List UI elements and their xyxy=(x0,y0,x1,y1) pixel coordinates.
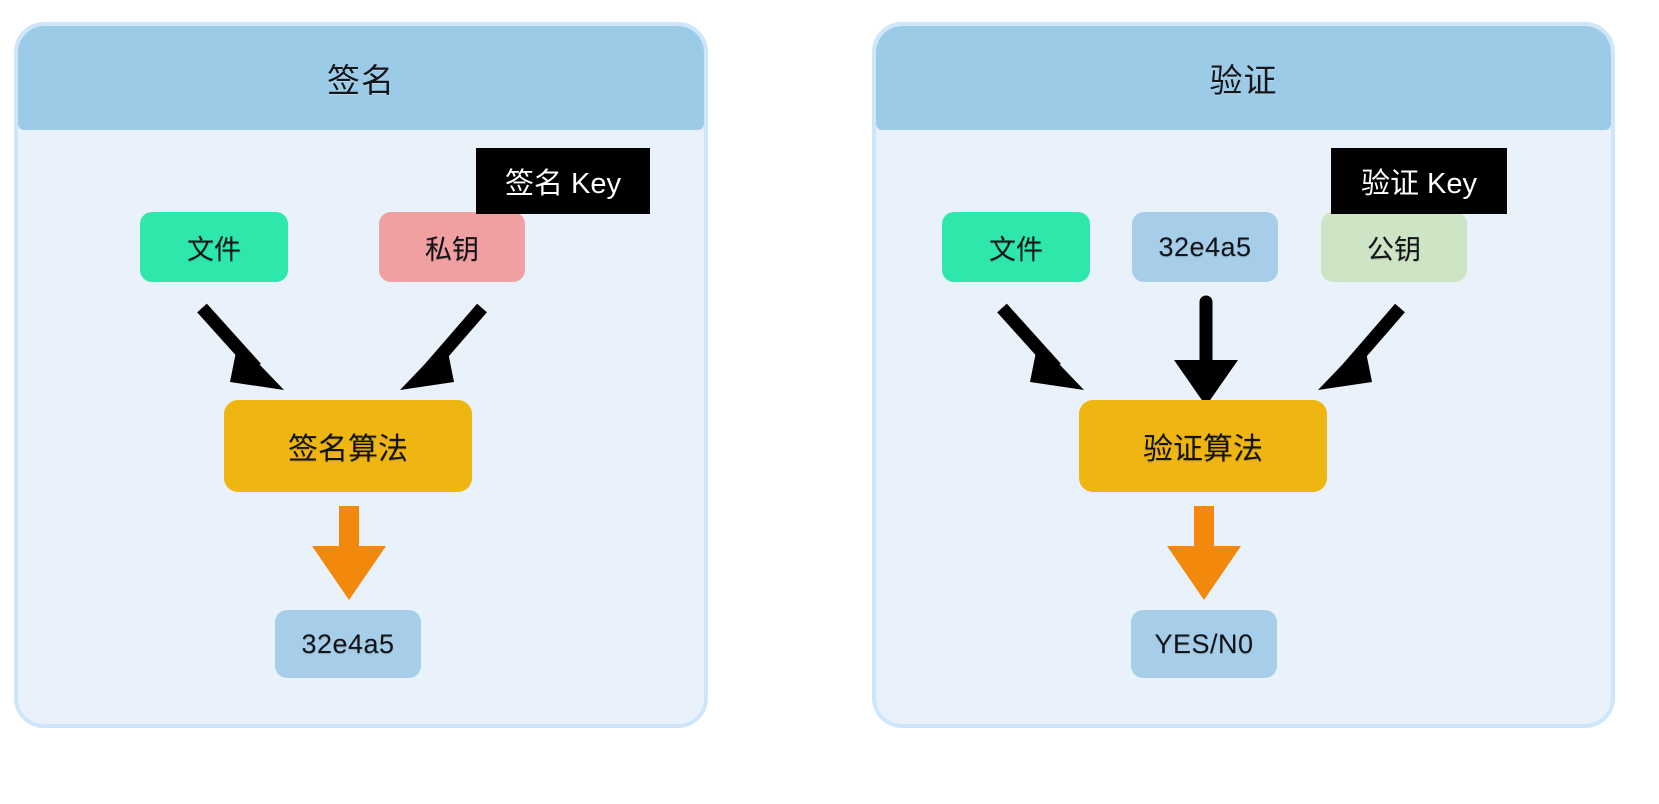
node-verify-output-result[interactable]: YES/N0 xyxy=(1131,610,1277,678)
node-verify-input-file[interactable]: 文件 xyxy=(942,212,1090,282)
callout-tag-verification-key: 验证 Key xyxy=(1331,148,1507,214)
callout-tag-verification-key-label: 验证 Key xyxy=(1360,168,1478,200)
node-verify-input-publickey[interactable]: 公钥 xyxy=(1321,212,1467,282)
node-sign-algorithm-label: 签名算法 xyxy=(288,433,408,466)
node-sign-algorithm[interactable]: 签名算法 xyxy=(224,400,472,492)
panel-verification-inner: 验证 xyxy=(876,26,1611,724)
node-sign-input-privatekey-label: 私钥 xyxy=(425,234,479,265)
node-sign-input-file[interactable]: 文件 xyxy=(140,212,288,282)
node-sign-output-signature-label: 32e4a5 xyxy=(301,628,395,659)
panel-verification-title: 验证 xyxy=(1209,62,1278,99)
node-verify-input-signature-label: 32e4a5 xyxy=(1158,231,1252,262)
panel-signing: 签名 文件 私钥 签名 Key 签名算法 xyxy=(14,22,708,728)
panel-signing-title: 签名 xyxy=(327,62,395,99)
panel-verification: 验证 文件 32e4a5 公钥 验证 Key xyxy=(872,22,1615,728)
node-verify-input-signature[interactable]: 32e4a5 xyxy=(1132,212,1278,282)
node-sign-output-signature[interactable]: 32e4a5 xyxy=(275,610,421,678)
node-verify-algorithm-label: 验证算法 xyxy=(1143,433,1263,466)
callout-tag-signing-key-label: 签名 Key xyxy=(504,168,622,200)
node-verify-algorithm[interactable]: 验证算法 xyxy=(1079,400,1327,492)
panel-verification-header: 验证 xyxy=(876,26,1611,130)
panel-signing-header: 签名 xyxy=(18,26,704,130)
callout-tag-signing-key: 签名 Key xyxy=(476,148,650,214)
panel-signing-inner: 签名 xyxy=(18,26,704,724)
node-verify-input-file-label: 文件 xyxy=(989,234,1043,265)
node-sign-input-file-label: 文件 xyxy=(187,234,241,265)
node-verify-input-publickey-label: 公钥 xyxy=(1367,234,1421,265)
node-verify-output-result-label: YES/N0 xyxy=(1154,628,1254,659)
node-sign-input-privatekey[interactable]: 私钥 xyxy=(379,212,525,282)
